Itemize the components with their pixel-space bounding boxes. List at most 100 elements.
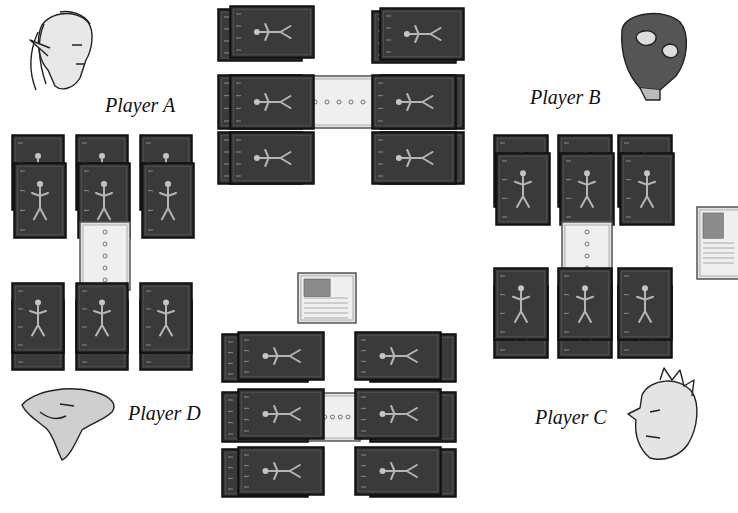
card-stat-mark	[502, 198, 507, 199]
card-stat-mark	[566, 179, 571, 180]
card-stat-mark	[378, 121, 383, 122]
card-face	[298, 273, 356, 323]
card-edge	[620, 153, 674, 225]
card-stat-mark	[82, 327, 87, 328]
portrait-stroke	[662, 44, 678, 58]
card-stat-mark	[500, 276, 505, 277]
card-stat-mark	[18, 309, 23, 310]
card-figure-head	[642, 285, 648, 291]
card-stat-mark	[146, 309, 151, 310]
card-stat-mark	[224, 53, 229, 54]
card-stat-mark	[224, 152, 229, 153]
card-figure-head	[380, 468, 386, 474]
card-inner	[563, 156, 611, 222]
card-inner	[358, 450, 438, 492]
card-stat-mark	[361, 340, 366, 341]
card-stat-mark	[236, 83, 241, 84]
card-figure	[386, 348, 417, 364]
card-stat-mark	[378, 140, 383, 141]
portrait-stroke	[40, 404, 74, 419]
card-back	[230, 132, 314, 184]
card-stat-mark	[386, 28, 391, 29]
card-figure	[410, 26, 440, 42]
card-stat-mark	[378, 176, 383, 177]
card-symbol	[585, 230, 589, 234]
card-stat-mark	[224, 121, 229, 122]
card-stat-mark	[236, 164, 241, 165]
card-stat-mark	[20, 190, 25, 191]
card-text-line	[304, 303, 348, 304]
card-stat-mark	[361, 419, 366, 420]
card-stat-mark	[224, 17, 229, 18]
card-stat-mark	[500, 143, 505, 144]
card-figure-head	[644, 170, 650, 176]
card-text-line	[703, 253, 734, 254]
card-picture	[703, 213, 723, 238]
card-stat-mark	[626, 217, 631, 218]
card-stat-mark	[361, 487, 366, 488]
card-figure	[30, 306, 46, 335]
card-stat-mark	[224, 95, 229, 96]
card-stat-mark	[146, 345, 151, 346]
card-stat-mark	[146, 143, 151, 144]
card-text-line	[703, 248, 734, 249]
card-stat-mark	[244, 487, 249, 488]
card-inner	[375, 135, 453, 181]
card-stat-mark	[228, 411, 233, 412]
card-stat-mark	[500, 332, 505, 333]
card-stat-mark	[244, 476, 249, 477]
card-stat-mark	[236, 152, 241, 153]
portrait-stroke	[628, 381, 697, 459]
card-stat-mark	[244, 431, 249, 432]
card-stat-mark	[228, 363, 233, 364]
card-stat-mark	[18, 143, 23, 144]
card-symbol	[103, 242, 107, 246]
card-back	[380, 8, 464, 60]
card-figure-head	[520, 170, 526, 176]
card-symbol	[103, 266, 107, 270]
card-stat-mark	[361, 408, 366, 409]
card-stat-mark	[228, 457, 233, 458]
card-inner	[241, 392, 321, 436]
card-stat-mark	[82, 143, 87, 144]
card-figure-head	[163, 153, 169, 159]
card-symbol	[346, 415, 350, 419]
card-stat-mark	[20, 210, 25, 211]
card-stat-mark	[236, 176, 241, 177]
card-stat-mark	[626, 198, 631, 199]
card-stat-mark	[236, 108, 241, 109]
card-inner	[83, 225, 127, 287]
card-symbol	[585, 254, 589, 258]
card-stat-mark	[82, 345, 87, 346]
card-figure	[96, 188, 112, 220]
card-stat-mark	[228, 352, 233, 353]
orc-head	[628, 368, 697, 459]
card-back	[238, 447, 324, 495]
card-figure-head	[582, 285, 588, 291]
card-stat-mark	[386, 16, 391, 17]
card-figure	[94, 306, 110, 335]
card-stat-mark	[236, 50, 241, 51]
card-stat-mark	[146, 291, 151, 292]
card-inner	[15, 286, 61, 350]
card-stat-mark	[236, 38, 241, 39]
card-text-line	[304, 298, 348, 299]
card-edge	[230, 6, 314, 58]
portrait-stroke	[636, 31, 656, 45]
card-stat-mark	[566, 161, 571, 162]
card-stat-mark	[236, 14, 241, 15]
card-figure-head	[404, 31, 410, 37]
card-back	[142, 163, 194, 238]
card-edge	[355, 447, 441, 495]
card-stat-mark	[228, 489, 233, 490]
card-edge	[14, 163, 66, 238]
card-face	[697, 207, 738, 279]
card-figure	[160, 188, 176, 220]
card-stat-mark	[378, 108, 383, 109]
card-inner	[358, 392, 438, 436]
card-back	[494, 268, 548, 340]
portrait-stroke	[660, 368, 694, 396]
card-inner	[79, 286, 125, 350]
card-stat-mark	[228, 374, 233, 375]
card-stat-mark	[224, 164, 229, 165]
